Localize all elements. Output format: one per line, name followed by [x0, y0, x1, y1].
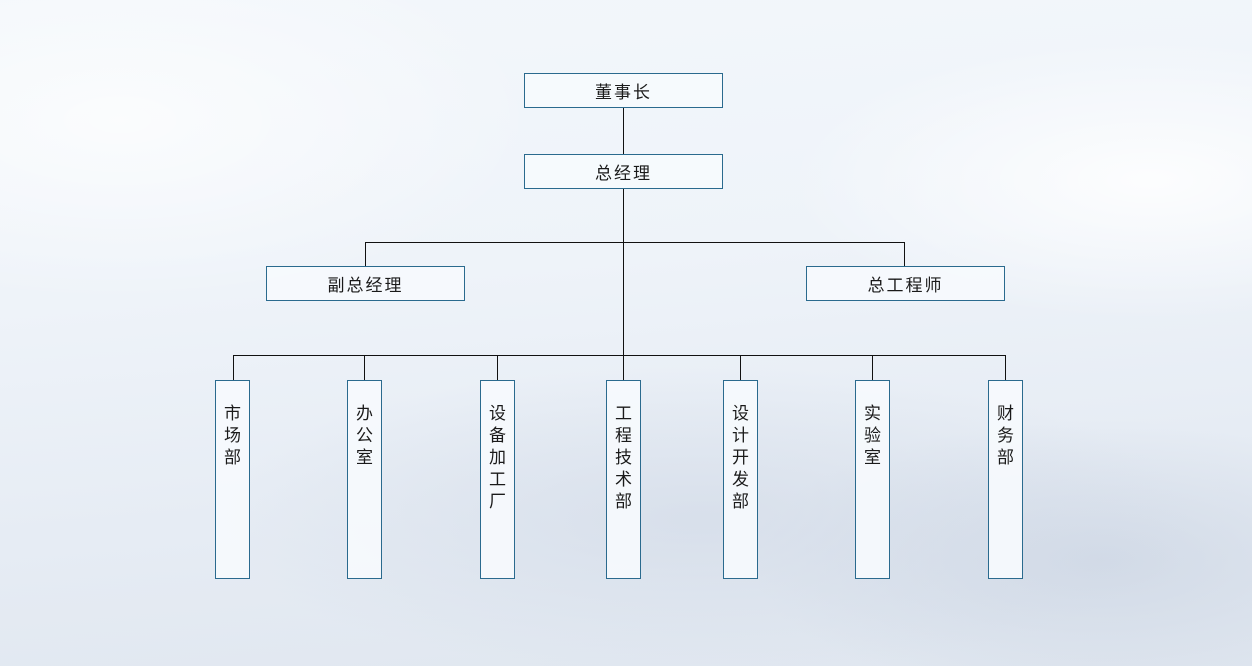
department-box-equipment-factory: 设备加工厂 — [480, 380, 515, 579]
department-label: 设计开发部 — [732, 404, 749, 512]
department-box-engineering: 工程技术部 — [606, 380, 641, 579]
department-box-laboratory: 实验室 — [855, 380, 890, 579]
department-box-market: 市场部 — [215, 380, 250, 579]
department-box-finance: 财务部 — [988, 380, 1023, 579]
department-label: 工程技术部 — [615, 404, 632, 512]
chairman-box: 董事长 — [524, 73, 723, 108]
general-manager-box: 总经理 — [524, 154, 723, 189]
general-manager-label: 总经理 — [595, 164, 652, 184]
department-label: 实验室 — [864, 404, 881, 468]
chairman-label: 董事长 — [595, 83, 652, 103]
department-label: 设备加工厂 — [489, 404, 506, 512]
deputy-general-manager-box: 副总经理 — [266, 266, 465, 301]
department-label: 财务部 — [997, 404, 1014, 468]
chief-engineer-box: 总工程师 — [806, 266, 1005, 301]
department-label: 市场部 — [224, 404, 241, 468]
department-box-office: 办公室 — [347, 380, 382, 579]
department-box-design: 设计开发部 — [723, 380, 758, 579]
chief-engineer-label: 总工程师 — [867, 276, 944, 296]
deputy-general-manager-label: 副总经理 — [327, 276, 404, 296]
department-label: 办公室 — [356, 404, 373, 468]
